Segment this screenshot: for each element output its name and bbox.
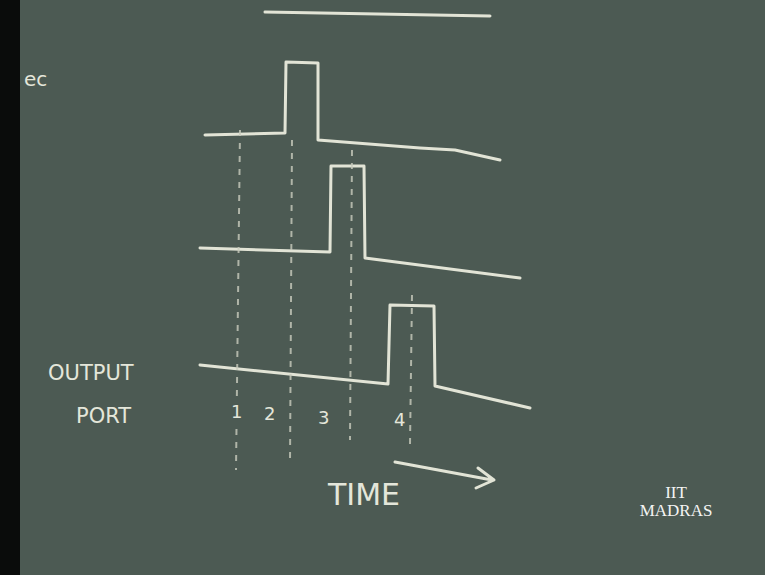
marker-line	[410, 295, 412, 445]
top-signal-line	[265, 12, 490, 16]
slot-number: 3	[316, 408, 331, 428]
pulse-3	[200, 305, 530, 408]
slot-number: 1	[229, 402, 244, 422]
slot-number: 4	[392, 410, 407, 430]
board-edge	[0, 0, 20, 575]
dashed-markers	[236, 130, 412, 470]
slot-number: 2	[262, 404, 277, 424]
marker-line	[290, 140, 292, 465]
watermark: IIT MADRAS	[636, 484, 716, 520]
axis-label: OUTPUT	[48, 362, 134, 385]
pulse-2	[200, 166, 520, 278]
pulse-1	[205, 62, 500, 160]
fragment-text: ec	[24, 68, 47, 90]
axis-label: TIME	[328, 478, 400, 511]
marker-line	[350, 150, 352, 440]
axis-label: PORT	[76, 405, 131, 428]
time-arrow	[395, 462, 494, 488]
chalk-lines	[200, 12, 530, 488]
